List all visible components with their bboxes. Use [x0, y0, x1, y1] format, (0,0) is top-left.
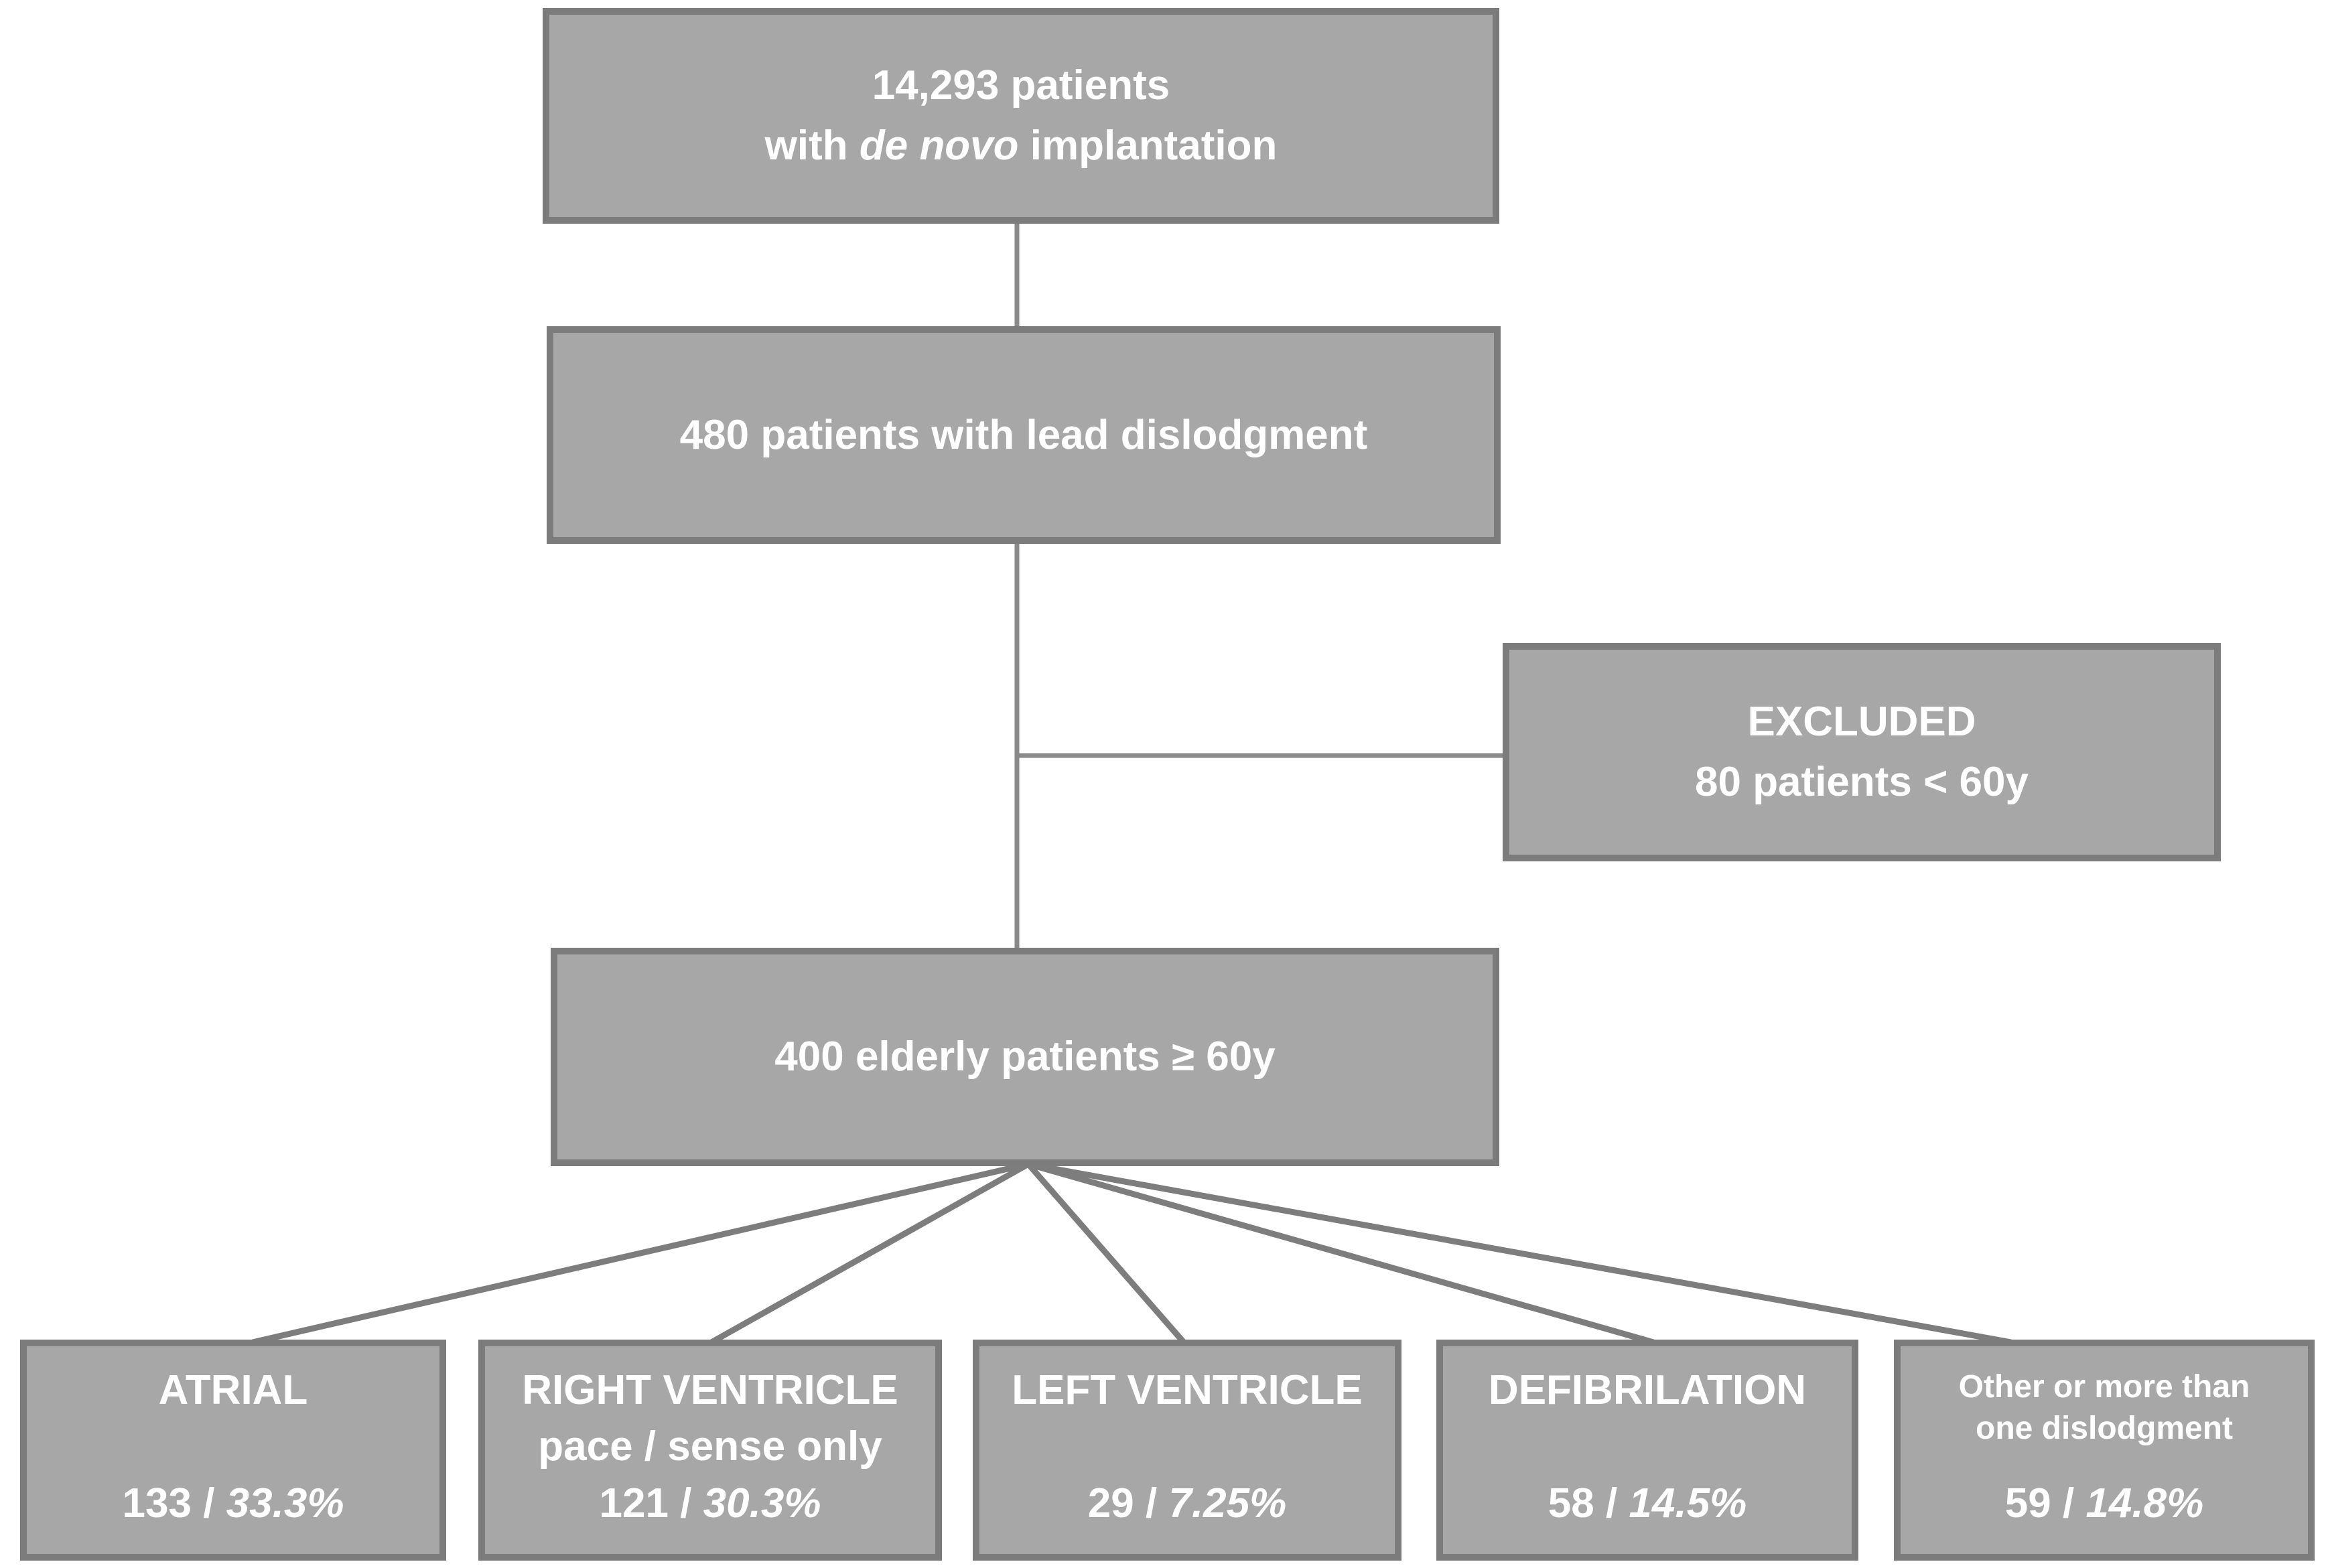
other-title-line1: Other or more than: [1958, 1369, 2250, 1405]
other-percent: 14.8%: [2085, 1480, 2204, 1526]
connector-elderly-to-right-ventricle: [709, 1161, 1030, 1345]
right-ventricle-count: 121 /: [599, 1480, 703, 1526]
box-elderly-patients: 400 elderly patients ≥ 60y: [551, 948, 1499, 1166]
box-outcome-left-ventricle: LEFT VENTRICLE 29 / 7.25%: [973, 1340, 1401, 1561]
defibrilation-count: 58 /: [1548, 1480, 1629, 1526]
connector-elderly-to-other: [1028, 1161, 2012, 1346]
defibrilation-percent: 14.5%: [1629, 1480, 1747, 1526]
left-ventricle-percent: 7.25%: [1168, 1480, 1287, 1526]
left-ventricle-value: 29 / 7.25%: [1088, 1480, 1286, 1527]
box-outcome-other: Other or more than one dislodgment 59 / …: [1894, 1340, 2315, 1561]
box-outcome-right-ventricle: RIGHT VENTRICLE pace / sense only 121 / …: [478, 1340, 942, 1561]
left-ventricle-title: LEFT VENTRICLE: [1012, 1367, 1363, 1413]
defibrilation-value: 58 / 14.5%: [1548, 1480, 1747, 1527]
box-denovo-implantation: 14,293 patients with de novo implantatio…: [543, 8, 1499, 224]
right-ventricle-subtitle: pace / sense only: [538, 1423, 882, 1470]
denovo-line1: 14,293 patients: [872, 62, 1170, 109]
atrial-value: 133 / 33.3%: [123, 1480, 344, 1527]
denovo-italic-text: de novo: [859, 123, 1019, 169]
other-value: 59 / 14.8%: [2005, 1480, 2203, 1527]
box-outcome-defibrilation: DEFIBRILATION 58 / 14.5%: [1436, 1340, 1858, 1561]
right-ventricle-percent: 30.3%: [703, 1480, 821, 1526]
excluded-line1: EXCLUDED: [1747, 699, 1976, 745]
atrial-title: ATRIAL: [158, 1367, 308, 1413]
box-lead-dislodgment: 480 patients with lead dislodgment: [547, 326, 1501, 544]
denovo-line2-prefix: with: [764, 123, 860, 169]
connector-elderly-to-atrial: [251, 1161, 1030, 1346]
connector-elderly-to-defibrilation: [1027, 1161, 1655, 1346]
defibrilation-title: DEFIBRILATION: [1488, 1367, 1807, 1413]
atrial-count: 133 /: [122, 1480, 226, 1526]
atrial-percent: 33.3%: [226, 1480, 344, 1526]
denovo-line2: with de novo implantation: [765, 116, 1278, 176]
dislodgment-text: 480 patients with lead dislodgment: [679, 411, 1368, 458]
denovo-line2-suffix: implantation: [1018, 123, 1278, 169]
connector-elderly-to-left-ventricle: [1026, 1162, 1186, 1344]
left-ventricle-count: 29 /: [1087, 1480, 1169, 1526]
right-ventricle-value: 121 / 30.3%: [600, 1480, 821, 1527]
box-outcome-atrial: ATRIAL 133 / 33.3%: [20, 1340, 446, 1561]
excluded-line2: 80 patients < 60y: [1695, 759, 2029, 805]
elderly-text: 400 elderly patients ≥ 60y: [774, 1034, 1276, 1080]
other-title-line2: one dislodgment: [1976, 1411, 2233, 1447]
other-title: Other or more than one dislodgment: [1959, 1366, 2250, 1450]
other-count: 59 /: [2004, 1480, 2086, 1526]
right-ventricle-title: RIGHT VENTRICLE: [522, 1367, 898, 1413]
box-excluded: EXCLUDED 80 patients < 60y: [1503, 643, 2221, 861]
